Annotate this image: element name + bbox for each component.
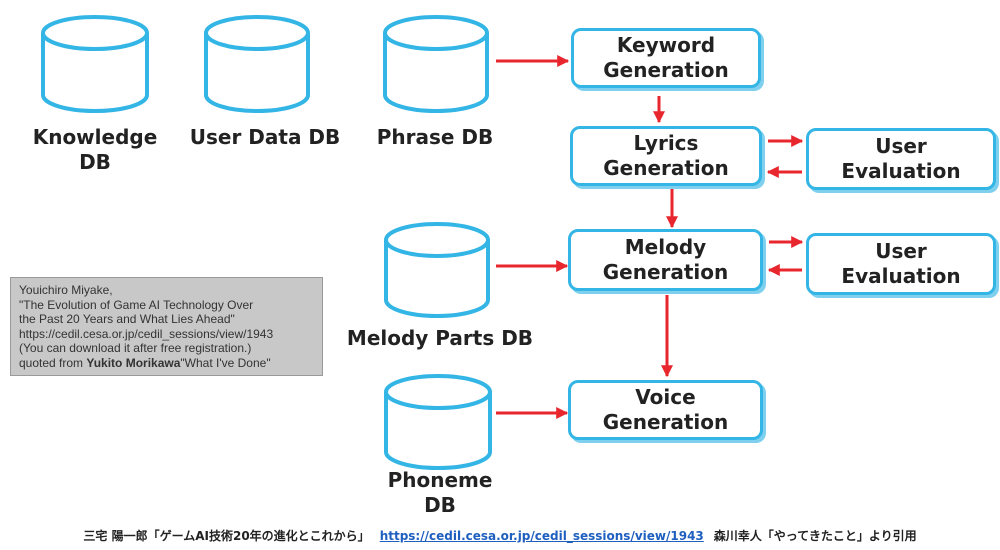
- user-evaluation-box-2: User Evaluation: [806, 233, 996, 295]
- melody-parts-db-label: Melody Parts DB: [346, 326, 534, 350]
- note-line-title-2: the Past 20 Years and What Lies Ahead": [19, 312, 235, 326]
- user-evaluation-box-1: User Evaluation: [806, 128, 996, 190]
- phoneme-db-label: Phoneme DB: [387, 468, 493, 517]
- footer-suffix: 森川幸人「やってきたこと」より引用: [713, 529, 917, 543]
- melody-generation-box: Melody Generation: [568, 229, 763, 291]
- keyword-generation-box: Keyword Generation: [571, 28, 761, 88]
- user-data-db-label: User Data DB: [189, 125, 341, 149]
- note-line-author: Youichiro Miyake,: [19, 283, 113, 297]
- knowledge-db-cylinder: [41, 15, 149, 113]
- footer-citation: 三宅 陽一郎「ゲームAI技術20年の進化とこれから」 https://cedil.…: [0, 527, 1000, 544]
- note-line-title-1: "The Evolution of Game AI Technology Ove…: [19, 297, 254, 312]
- knowledge-db-label: Knowledge DB: [32, 125, 158, 174]
- phrase-db-cylinder: [383, 15, 489, 113]
- phoneme-db-cylinder: [384, 374, 492, 470]
- melody-parts-db-cylinder: [384, 222, 490, 318]
- footer-prefix: 三宅 陽一郎「ゲームAI技術20年の進化とこれから」: [83, 529, 370, 543]
- note-quote-prefix: quoted from: [19, 355, 87, 370]
- note-quote-name: Yukito Morikawa: [86, 355, 181, 370]
- note-quote-suffix: "What I've Done": [180, 355, 271, 370]
- phrase-db-label: Phrase DB: [376, 125, 494, 149]
- note-line-download: (You can download it after free registra…: [19, 341, 252, 355]
- note-line-url: https://cedil.cesa.or.jp/cedil_sessions/…: [19, 326, 274, 341]
- footer-link[interactable]: https://cedil.cesa.or.jp/cedil_sessions/…: [379, 529, 704, 543]
- lyrics-generation-box: Lyrics Generation: [570, 126, 762, 186]
- user-data-db-cylinder: [204, 15, 310, 113]
- note-line-quote: quoted from Yukito Morikawa"What I've Do…: [19, 356, 314, 371]
- voice-generation-box: Voice Generation: [568, 380, 763, 440]
- citation-note: Youichiro Miyake, "The Evolution of Game…: [10, 277, 323, 376]
